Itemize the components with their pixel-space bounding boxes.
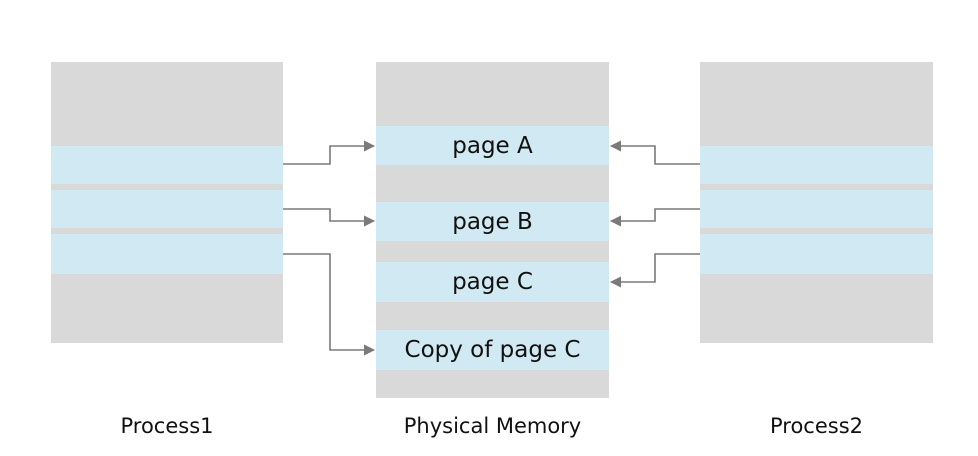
memory-page-a — [376, 126, 609, 165]
arrow-p1-to-page-b — [283, 208, 376, 227]
process2-page-b-entry — [700, 190, 933, 228]
page-b-label: page B — [452, 208, 533, 235]
physical-memory-caption: Physical Memory — [403, 414, 582, 438]
process2-page-c-entry — [700, 234, 933, 274]
copy-of-page-c-label: Copy of page C — [404, 337, 581, 363]
process2-caption: Process2 — [769, 414, 864, 438]
arrow-p2-to-page-b — [609, 208, 700, 227]
page-a-label: page A — [452, 132, 533, 159]
process1-page-b-entry — [51, 190, 283, 228]
process1-page-c-entry — [51, 234, 283, 274]
arrow-p2-to-page-c — [609, 253, 700, 288]
process2-page-a-entry — [700, 146, 933, 184]
process1-page-a-entry — [51, 146, 283, 184]
arrow-p2-to-page-a — [609, 140, 700, 165]
process1-caption: Process1 — [120, 414, 214, 438]
page-c-label: page C — [452, 269, 533, 295]
arrow-p1-to-page-a — [283, 140, 376, 165]
memory-copy-page-c — [376, 330, 609, 370]
memory-page-c — [376, 262, 609, 302]
memory-page-b — [376, 202, 609, 241]
arrow-p1-to-copy-c — [283, 253, 376, 356]
